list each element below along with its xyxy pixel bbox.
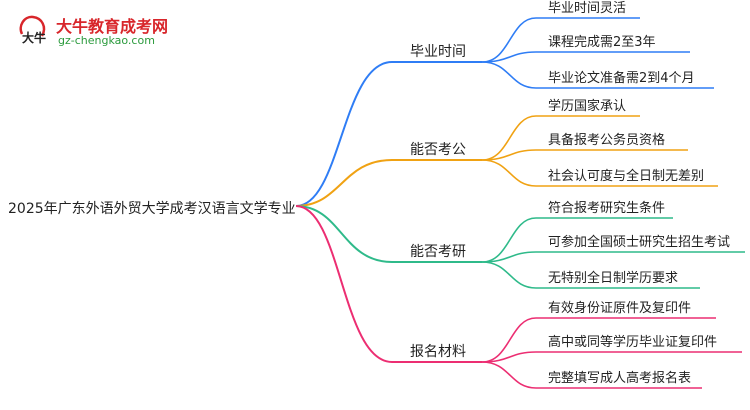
leaf-topic-4-2[interactable]: 高中或同等学历毕业证复印件 [548, 334, 717, 350]
leaf-topic-4-1[interactable]: 有效身份证原件及复印件 [548, 300, 691, 316]
leaf-topic-1-3[interactable]: 毕业论文准备需2到4个月 [548, 70, 695, 86]
branch-connector-2 [295, 159, 482, 207]
leaf-connector-2-1 [481, 115, 640, 161]
leaf-connector-1-3 [481, 61, 714, 89]
logo-mark-text: 大牛 [22, 30, 46, 45]
leaf-topic-3-2[interactable]: 可参加全国硕士研究生招生考试 [548, 234, 730, 250]
leaf-connector-4-3 [481, 361, 702, 389]
mind-map-nodes: 2025年广东外语外贸大学成考汉语言文学专业 毕业时间 毕业时间灵活课程完成需2至… [8, 1, 730, 386]
site-logo[interactable]: 大牛 大牛教育成考网 gz-chengkao.com [14, 12, 184, 52]
branch-topic-3[interactable]: 能否考研 [410, 244, 466, 260]
leaf-connector-3-3 [481, 261, 700, 289]
leaf-topic-3-3[interactable]: 无特别全日制学历要求 [548, 270, 678, 286]
leaf-topic-2-3[interactable]: 社会认可度与全日制无差别 [548, 168, 704, 184]
leaf-connector-4-2 [481, 351, 742, 363]
leaf-topic-3-1[interactable]: 符合报考研究生条件 [548, 200, 665, 216]
leaf-connector-3-2 [481, 251, 745, 263]
logo-title: 大牛教育成考网 [56, 17, 169, 36]
leaf-topic-1-2[interactable]: 课程完成需2至3年 [548, 35, 656, 50]
branch-topic-1[interactable]: 毕业时间 [410, 44, 466, 60]
logo-mark-icon: 大牛 [19, 15, 46, 45]
leaf-topic-4-3[interactable]: 完整填写成人高考报名表 [548, 370, 691, 386]
leaf-connector-3-1 [481, 217, 673, 263]
leaf-connector-4-1 [481, 317, 716, 363]
leaf-topic-2-2[interactable]: 具备报考公务员资格 [548, 132, 665, 148]
root-topic[interactable]: 2025年广东外语外贸大学成考汉语言文学专业 [8, 201, 296, 217]
branch-topic-2[interactable]: 能否考公 [410, 142, 466, 158]
leaf-connector-1-2 [481, 51, 690, 63]
leaf-connector-2-3 [481, 159, 718, 187]
branch-connector-3 [295, 205, 482, 263]
mind-map-edges [295, 17, 745, 389]
leaf-connector-1-1 [481, 17, 640, 63]
leaf-topic-1-1[interactable]: 毕业时间灵活 [548, 1, 626, 16]
branch-connector-4 [295, 205, 482, 363]
leaf-connector-2-2 [481, 149, 688, 161]
branch-connector-1 [295, 61, 482, 207]
leaf-topic-2-1[interactable]: 学历国家承认 [548, 98, 626, 114]
branch-topic-4[interactable]: 报名材料 [410, 344, 466, 360]
logo-url: gz-chengkao.com [58, 34, 155, 47]
